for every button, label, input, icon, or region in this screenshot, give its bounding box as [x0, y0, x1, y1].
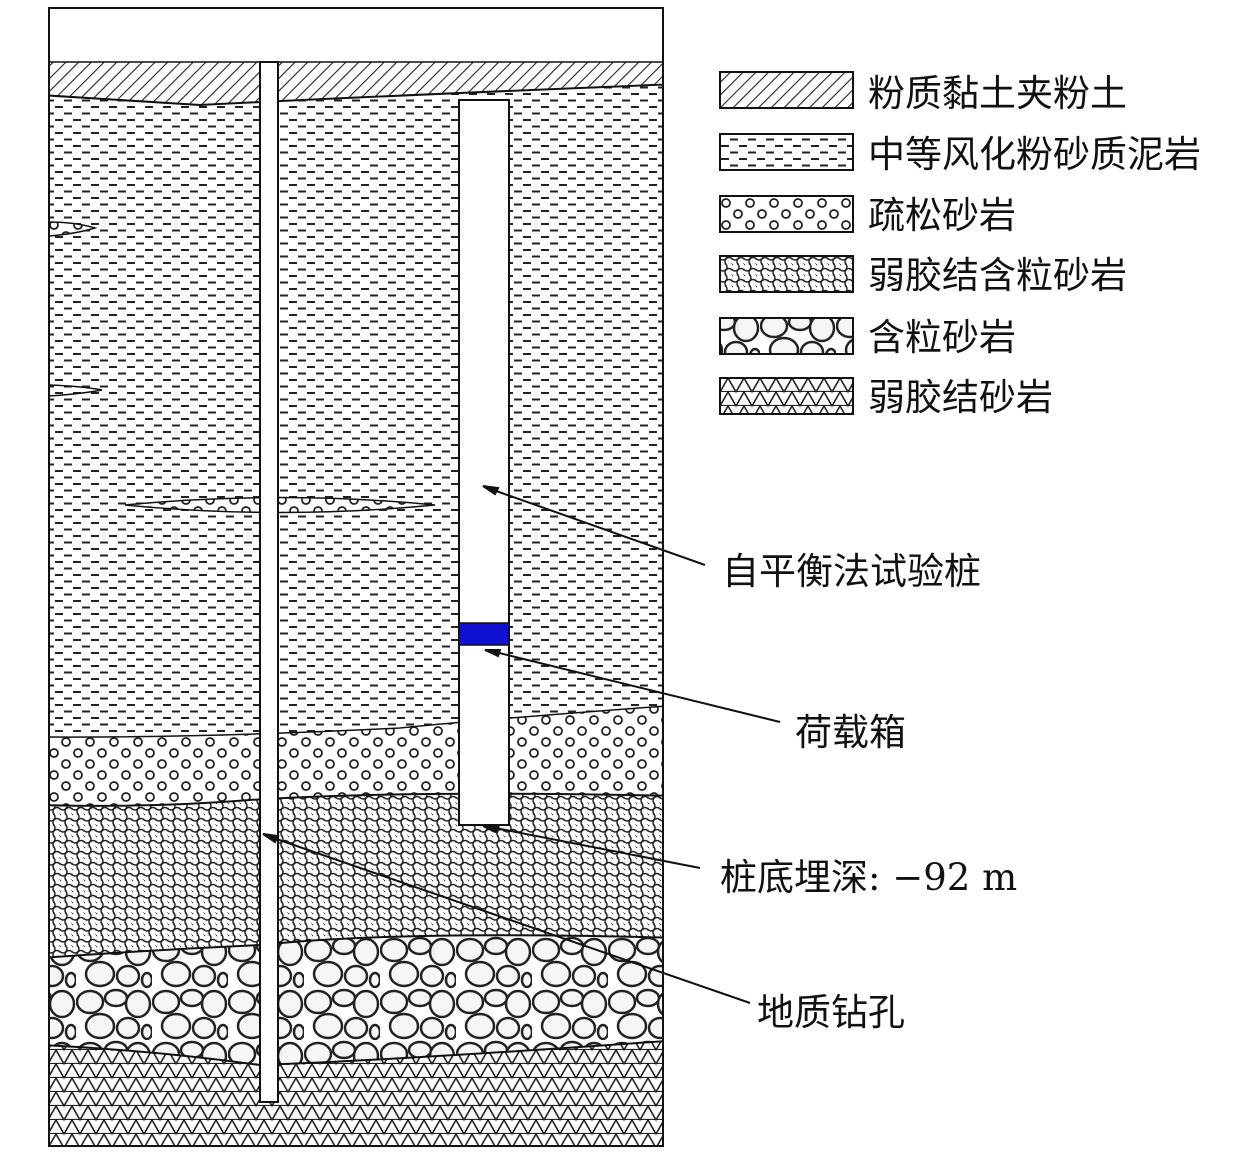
- legend-label: 疏松砂岩: [868, 194, 1016, 237]
- label-borehole: 地质钻孔: [757, 991, 905, 1034]
- legend-swatch-loose-sandstone: [719, 195, 854, 233]
- label-load-box: 荷载箱: [795, 711, 906, 754]
- legend-label: 含粒砂岩: [868, 316, 1016, 359]
- lens-loose-sandstone: [124, 496, 436, 514]
- legend-label: 弱胶结砂岩: [868, 376, 1053, 419]
- leader-borehole: [264, 834, 751, 1004]
- strata: [49, 62, 663, 1146]
- legend-swatch-pebbly: [719, 317, 854, 355]
- legend-label: 粉质黏土夹粉土: [868, 72, 1127, 115]
- geologic-borehole: [259, 61, 279, 1103]
- section-frame: [48, 7, 664, 1147]
- lens-small-1: [49, 221, 98, 237]
- leader-test-pile: [484, 486, 706, 566]
- lens-small-2: [49, 384, 103, 397]
- legend-label: 中等风化粉砂质泥岩: [868, 133, 1201, 176]
- label-pile-depth: 桩底埋深: −92 m: [720, 856, 1017, 899]
- leader-load-box: [486, 649, 781, 723]
- load-box: [458, 622, 510, 646]
- test-pile: [458, 99, 510, 826]
- legend-swatch-mudstone: [719, 133, 854, 171]
- legend-swatch-weak-pebbly: [719, 255, 854, 293]
- label-test-pile: 自平衡法试验桩: [722, 550, 981, 593]
- legend-label: 弱胶结含粒砂岩: [868, 254, 1127, 297]
- legend: 粉质黏土夹粉土 中等风化粉砂质泥岩 疏松砂岩 弱胶结含粒砂岩 含粒砂岩 弱胶结砂…: [719, 71, 1201, 419]
- layer-mudstone: [49, 62, 663, 738]
- legend-swatch-weak-sandstone: [719, 377, 854, 415]
- legend-swatch-silty-clay: [719, 71, 854, 109]
- leader-pile-depth: [484, 825, 701, 869]
- leader-lines: [262, 485, 781, 1004]
